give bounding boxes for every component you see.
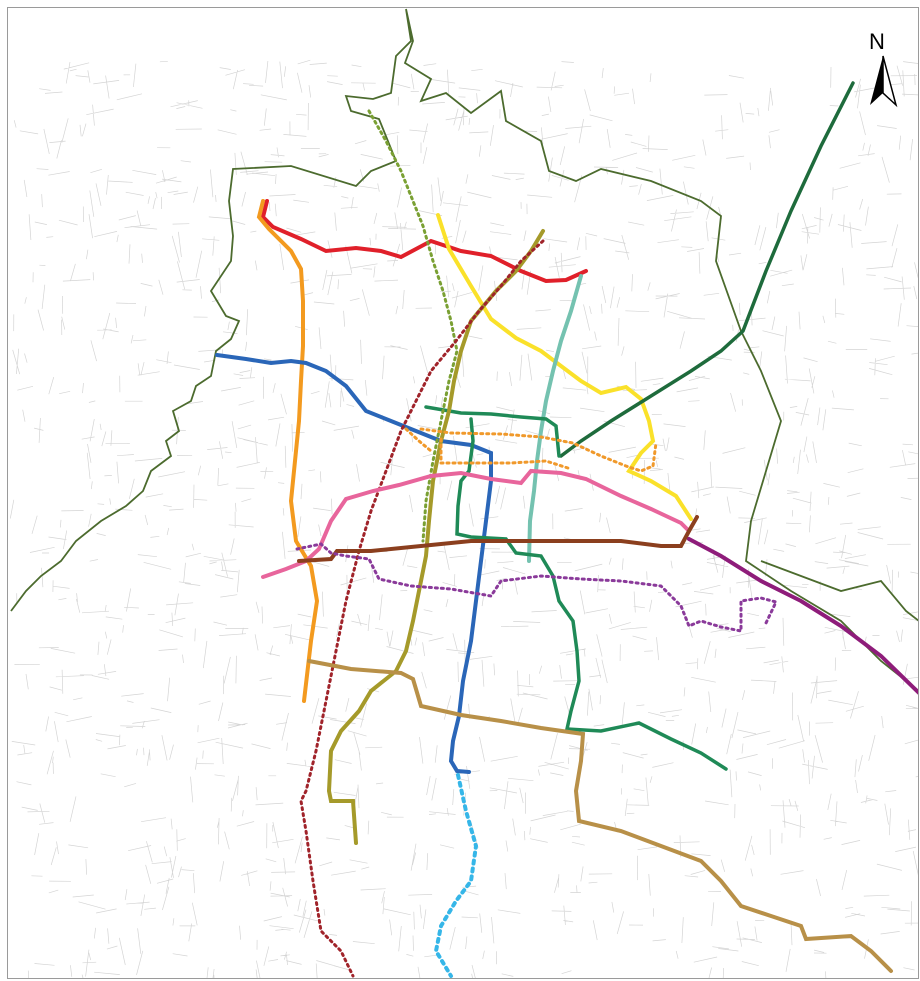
street-segments [9,59,918,978]
line-purple-dotted [295,542,779,633]
line-orange [256,199,320,703]
map-frame: N [7,7,919,979]
line-pink [261,468,691,579]
line-light-blue-extension [433,773,479,978]
line-orange-dotted [404,427,658,473]
line-teal [527,274,583,563]
line-blue [215,353,493,774]
line-olive-green-dotted [367,109,459,543]
line-yellow [436,213,693,521]
line-dark-green [559,81,855,458]
north-arrow-icon: N [869,29,898,108]
line-purple [687,537,918,695]
line-olive [326,229,545,845]
line-red [260,199,588,284]
street-grid [9,59,918,978]
transit-map[interactable]: N [8,8,919,979]
north-label: N [869,29,885,54]
line-green [424,405,728,771]
line-brown [297,515,699,563]
line-tan [307,659,893,973]
city-boundary [10,8,918,692]
line-dark-red-dotted [299,239,545,978]
